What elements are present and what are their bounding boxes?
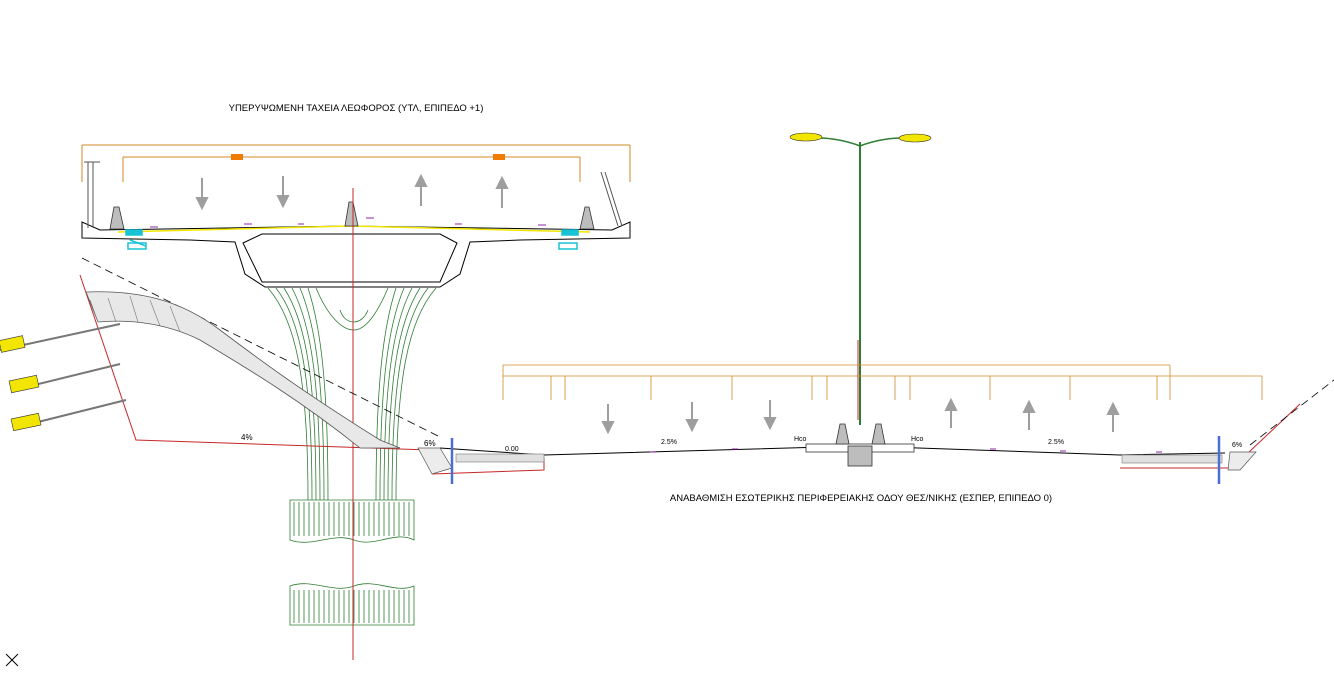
slope-label-road-right: 2.5% — [1048, 439, 1064, 446]
slope-label-embankment: 4% — [241, 433, 253, 442]
lower-traffic-arrows — [601, 397, 1120, 435]
arrow-icon — [601, 404, 615, 435]
upper-section-title: ΥΠΕΡΥΨΩΜΕΝΗ ΤΑΧΕΙΑ ΛΕΩΦΟΡΟΣ (ΥΤΛ, ΕΠΙΠΕΔ… — [229, 103, 484, 114]
guard-rails — [450, 436, 1221, 484]
ground-anchors — [0, 323, 127, 432]
marker-left — [231, 154, 243, 160]
upper-traffic-arrows — [195, 173, 509, 211]
hlo-label-right: Hco — [911, 436, 924, 443]
arrow-icon — [944, 397, 958, 428]
lamp-left — [789, 132, 823, 142]
bearings — [125, 229, 579, 250]
lower-dimension-lines — [502, 364, 1263, 400]
level-zero-label: 0.00 — [505, 446, 519, 453]
lower-section-title: ΑΝΑΒΑΘΜΙΣΗ ΕΣΩΤΕΡΙΚΗΣ ΠΕΡΙΦΕΡΕΙΑΚΗΣ ΟΔΟΥ… — [670, 493, 1052, 504]
slope-label-left-ditch: 6% — [424, 439, 436, 448]
foundation-upper — [289, 499, 415, 543]
median — [805, 423, 915, 467]
lower-road — [417, 379, 1334, 475]
lamp-right — [898, 133, 932, 143]
arrow-icon — [1106, 401, 1120, 432]
right-parapet — [600, 171, 623, 227]
deck-marks — [150, 217, 546, 228]
arrow-icon — [276, 176, 290, 209]
arrow-icon — [414, 173, 428, 206]
lighting-pole — [789, 132, 932, 425]
crosshair-x-icon[interactable] — [5, 653, 19, 667]
arrow-icon — [1022, 399, 1036, 430]
foundation-lower — [289, 583, 415, 626]
arrow-icon — [195, 178, 209, 211]
pier-column — [267, 287, 437, 501]
arrow-icon — [495, 175, 509, 208]
deck-barriers — [109, 201, 595, 230]
marker-right — [493, 154, 505, 160]
embankment — [79, 257, 443, 451]
arrow-icon — [685, 402, 699, 433]
left-parapet — [84, 161, 100, 228]
bridge-deck — [81, 221, 631, 288]
slope-label-road-left: 2.5% — [661, 439, 677, 446]
arrow-icon — [763, 400, 777, 431]
hlo-label-left: Hco — [794, 436, 807, 443]
road-marks — [650, 448, 1162, 453]
upper-dimension-lines — [81, 144, 631, 182]
slope-label-right-ditch: 6% — [1232, 442, 1242, 449]
